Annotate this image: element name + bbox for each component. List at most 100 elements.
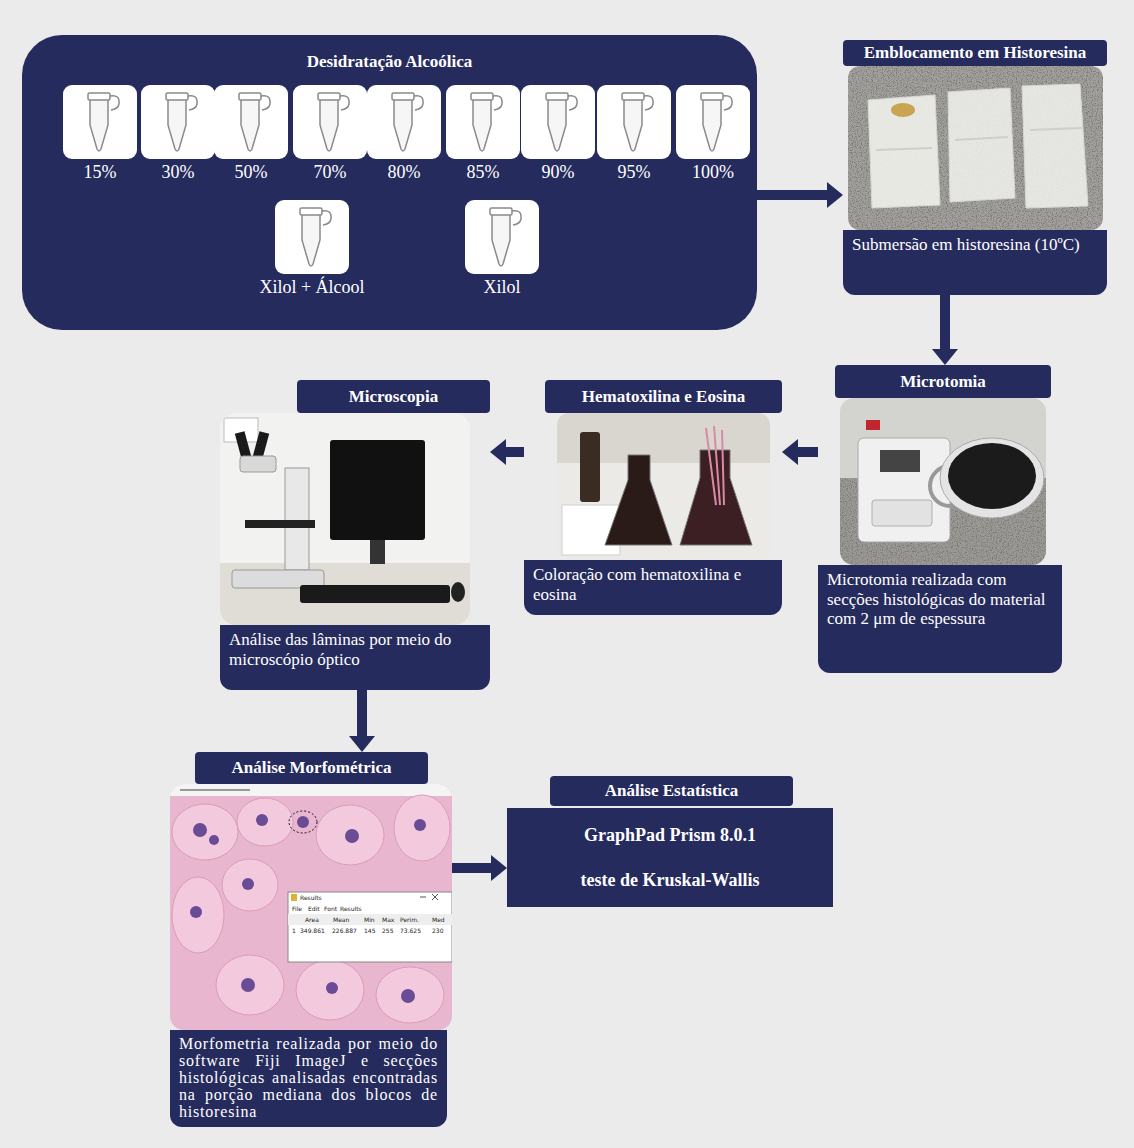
cell (394, 795, 450, 861)
table-cell: 73.625 (400, 927, 421, 935)
tube-label: Xilol (483, 277, 520, 297)
staining-racks (706, 426, 724, 505)
table-cell: Results (300, 894, 322, 902)
title-text: Hematoxilina e Eosina (582, 387, 745, 407)
table-cell: Font (324, 905, 337, 913)
tube-step: Xilol (465, 200, 539, 300)
tube-tile (521, 85, 595, 159)
nucleus (401, 989, 415, 1003)
tube-body (168, 100, 186, 151)
title-text: Emblocamento em Historesina (864, 43, 1087, 63)
table-cell: 230 (432, 927, 443, 935)
flow-arrow (349, 690, 375, 752)
table-cell: Perim. (400, 916, 419, 924)
table-cell: 1 (292, 927, 296, 935)
block-edge (955, 137, 1008, 140)
window-bar-line (180, 789, 250, 791)
title-tab: Análise Morfométrica (195, 752, 428, 784)
microscope-stage (245, 520, 315, 528)
nucleus (190, 906, 202, 918)
tube-body (241, 100, 259, 151)
tube-cap (318, 93, 340, 100)
cell (216, 955, 284, 1015)
cell (376, 967, 444, 1023)
tube-cap (622, 93, 644, 100)
tube-hinge (414, 96, 423, 110)
tube-body (492, 215, 510, 266)
caption-text: Coloração com hematoxilina e eosina (533, 565, 773, 604)
resin-block (948, 88, 1015, 202)
tube-label: 90% (542, 162, 575, 182)
process-card: Hematoxilina e EosinaColoração com hemat… (524, 380, 782, 615)
tube-step: 70% (293, 85, 367, 185)
flow-arrow (452, 855, 507, 881)
tube-body (320, 100, 338, 151)
process-card: MicrotomiaMicrotomia realizada com secçõ… (818, 365, 1062, 673)
tube-step: 15% (63, 85, 137, 185)
tube-icon (676, 85, 750, 159)
results-window (288, 892, 452, 962)
tube-label: 85% (467, 162, 500, 182)
process-panel: Desidratação Alcoólica15%30%50%70%80%85%… (22, 35, 757, 330)
tube-hinge (644, 96, 653, 110)
nucleus (326, 982, 338, 994)
tube-icon (597, 85, 671, 159)
title-text: Análise Morfométrica (231, 758, 391, 778)
tube-label: 95% (618, 162, 651, 182)
tube-step: 30% (141, 85, 215, 185)
caption-text: Morfometria realizada por meio do softwa… (179, 1035, 438, 1120)
tube-step: 100% (676, 85, 750, 185)
tissue-sample (891, 103, 915, 117)
tube-icon (293, 85, 367, 159)
eyepiece (235, 431, 251, 459)
tube-label: 100% (692, 162, 734, 182)
nucleus (241, 978, 255, 992)
tube-icon (275, 200, 349, 274)
cell (296, 960, 364, 1020)
tube-hinge (110, 96, 119, 110)
nucleus (414, 819, 426, 831)
caption-text: Submersão em historesina (10ºC) (852, 235, 1098, 255)
table-cell: Min (364, 916, 375, 924)
resin-block (1022, 84, 1088, 208)
tube-cap (239, 93, 261, 100)
title-tab: Análise Estatística (550, 776, 793, 806)
process-card: Emblocamento em HistoresinaSubmersão em … (843, 40, 1107, 295)
block-edge (1030, 128, 1082, 130)
table-cell: Mean (333, 916, 349, 924)
granite-bench (848, 66, 1103, 230)
tube-label: 70% (314, 162, 347, 182)
table-cell: Max (382, 916, 394, 924)
caption-box: Morfometria realizada por meio do softwa… (170, 1030, 447, 1127)
title-text: Microscopia (349, 387, 438, 407)
tool-box: GraphPad Prism 8.0.1teste de Kruskal-Wal… (507, 808, 833, 907)
tube-tile (63, 85, 137, 159)
tool-text: teste de Kruskal-Wallis (581, 870, 760, 891)
tube-hinge (188, 96, 197, 110)
red-button (866, 420, 880, 430)
table-cell: 349.861 (300, 927, 325, 935)
nucleus (242, 878, 254, 890)
tube-step: 80% (367, 85, 441, 185)
title-tab: Microscopia (297, 380, 490, 413)
flow-arrow (490, 439, 524, 465)
window-icon (291, 894, 297, 901)
cell (222, 859, 278, 911)
tube-tile (597, 85, 671, 159)
tube-body (548, 100, 566, 151)
staining-photo (557, 413, 770, 560)
resin-block (868, 95, 940, 208)
monitor-stand (370, 540, 385, 564)
caption-text: Análise das lâminas por meio do microscó… (229, 630, 481, 669)
granite-speckles (848, 66, 1103, 230)
mouse (451, 582, 465, 602)
tube-tile (446, 85, 520, 159)
tube-hinge (568, 96, 577, 110)
caption-box: Coloração com hematoxilina e eosina (524, 560, 782, 615)
tube-tile (141, 85, 215, 159)
tube-tile (676, 85, 750, 159)
tube-body (703, 100, 721, 151)
title-tab: Microtomia (835, 365, 1051, 398)
cell (316, 805, 384, 865)
